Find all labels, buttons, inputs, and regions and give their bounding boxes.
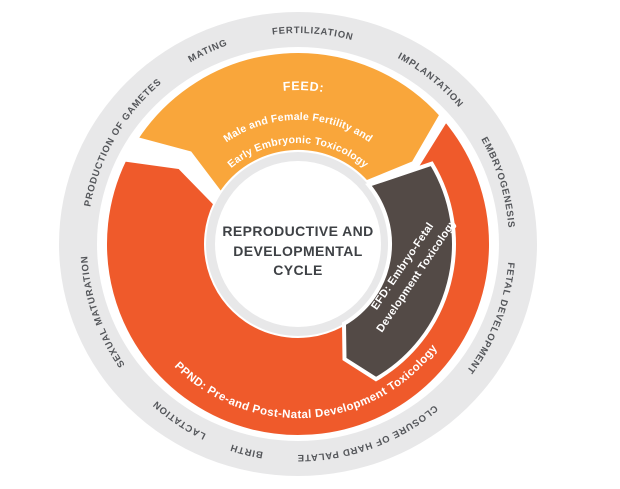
center-title-line1: REPRODUCTIVE AND	[222, 223, 373, 239]
efd-segment	[341, 161, 456, 382]
feed-segment-heading: FEED:	[282, 79, 325, 95]
center-title: REPRODUCTIVE AND DEVELOPMENTAL CYCLE	[222, 223, 373, 278]
center-title-line3: CYCLE	[273, 262, 322, 278]
center-title-line2: DEVELOPMENTAL	[233, 243, 362, 259]
feed-segment	[132, 48, 444, 198]
center-hub	[215, 161, 381, 327]
